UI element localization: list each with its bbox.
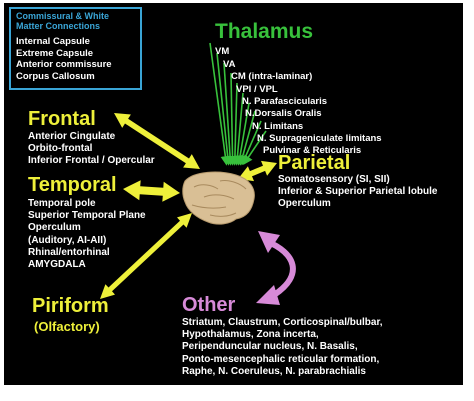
piriform-title: Piriform — [32, 295, 109, 317]
other-item: Striatum, Claustrum, Corticospinal/bulba… — [182, 317, 383, 328]
temporal-double-arrow — [123, 180, 180, 202]
other-curve-arrow-shaft — [264, 238, 296, 298]
temporal-title: Temporal — [28, 174, 117, 196]
thalamic-projection-arrows — [209, 42, 267, 166]
parietal-item: Somatosensory (SI, SII) — [278, 174, 390, 185]
parietal-double-arrow — [238, 160, 277, 182]
frontal-list: Anterior Cingulate Orbito-frontal Inferi… — [28, 131, 155, 168]
other-list: Striatum, Claustrum, Corticospinal/bulba… — [182, 317, 383, 378]
thalamic-projection-line — [209, 42, 231, 166]
diagram-canvas: Commissural & White Matter Connections I… — [4, 3, 463, 385]
piriform-double-arrow — [100, 213, 192, 299]
other-item: Raphe, N. Coeruleus, N. parabrachialis — [182, 365, 366, 377]
frontal-item: Orbito-frontal — [28, 143, 93, 155]
legend-item: Extreme Capsule — [16, 47, 94, 59]
thalamus-nucleus: VPI / VPL — [236, 84, 278, 95]
temporal-item: AMYGDALA — [28, 259, 86, 271]
temporal-item: Rhinal/entorhinal — [28, 246, 110, 258]
thalamus-title: Thalamus — [215, 20, 314, 43]
other-connection-arrow — [256, 231, 296, 305]
other-item: Hypothalamus, Zona incerta, — [182, 329, 319, 341]
thalamic-projection-line — [238, 110, 256, 166]
thalamus-nucleus: CM (intra-laminar) — [231, 71, 313, 82]
insula-brain-image — [182, 171, 255, 225]
frontal-title: Frontal — [28, 108, 96, 130]
other-item: Peripenduncular nucleus, N. Basalis, — [182, 341, 358, 353]
thalamic-projection-line — [235, 102, 250, 166]
thalamic-projection-line — [223, 62, 235, 166]
temporal-item: Temporal pole — [28, 198, 96, 209]
thalamic-projection-line — [241, 120, 262, 166]
white-matter-legend: Commissural & White Matter Connections I… — [9, 7, 142, 90]
parietal-item: Inferior & Superior Parietal lobule — [278, 186, 438, 198]
thalamus-nucleus: VM — [215, 46, 230, 57]
frontal-item: Inferior Frontal / Opercular — [28, 155, 155, 167]
thalamus-nucleus: N. Parafascicularis — [242, 96, 328, 107]
thalamic-projection-line — [232, 92, 244, 166]
temporal-item: (Auditory, AI-AII) — [28, 234, 107, 246]
frontal-item: Anterior Cingulate — [28, 131, 116, 142]
temporal-item: Superior Temporal Plane — [28, 210, 146, 222]
other-title: Other — [182, 294, 236, 316]
temporal-list: Temporal pole Superior Temporal Plane Op… — [28, 198, 146, 271]
thalamus-nucleus: N. Limitans — [252, 121, 304, 132]
thalamic-projection-line — [243, 130, 267, 165]
temporal-item: Operculum — [28, 222, 81, 234]
legend-item: Corpus Callosum — [16, 70, 95, 82]
cortical-connection-arrows — [100, 113, 277, 299]
other-item: Ponto-mesencephalic reticular formation, — [182, 353, 380, 365]
thalamus-nucleus: Pulvinar & Reticularis — [263, 145, 362, 156]
frontal-double-arrow — [114, 113, 200, 169]
other-arrow-head-top — [258, 231, 280, 253]
legend-item: Anterior commissure — [16, 59, 112, 70]
thalamic-projection-line — [227, 72, 238, 166]
other-arrow-head-bottom — [256, 285, 280, 305]
thalamic-projection-line — [230, 82, 240, 166]
parietal-list: Somatosensory (SI, SII) Inferior & Super… — [278, 174, 437, 211]
parietal-title: Parietal — [278, 152, 351, 174]
thalamus-nucleus: N.Dorsalis Oralis — [245, 108, 322, 119]
legend-title-line1: Commissural & White — [16, 11, 110, 21]
thalamic-projection-line — [216, 52, 233, 166]
legend-title-line2: Matter Connections — [16, 21, 101, 31]
legend-item: Internal Capsule — [16, 36, 90, 47]
thalamus-nucleus: VA — [223, 59, 236, 70]
thalamus-nucleus: N. Suprageniculate limitans — [257, 133, 382, 144]
piriform-subtitle: (Olfactory) — [34, 319, 100, 334]
connection-arrows — [100, 42, 296, 305]
parietal-item: Operculum — [278, 198, 331, 210]
